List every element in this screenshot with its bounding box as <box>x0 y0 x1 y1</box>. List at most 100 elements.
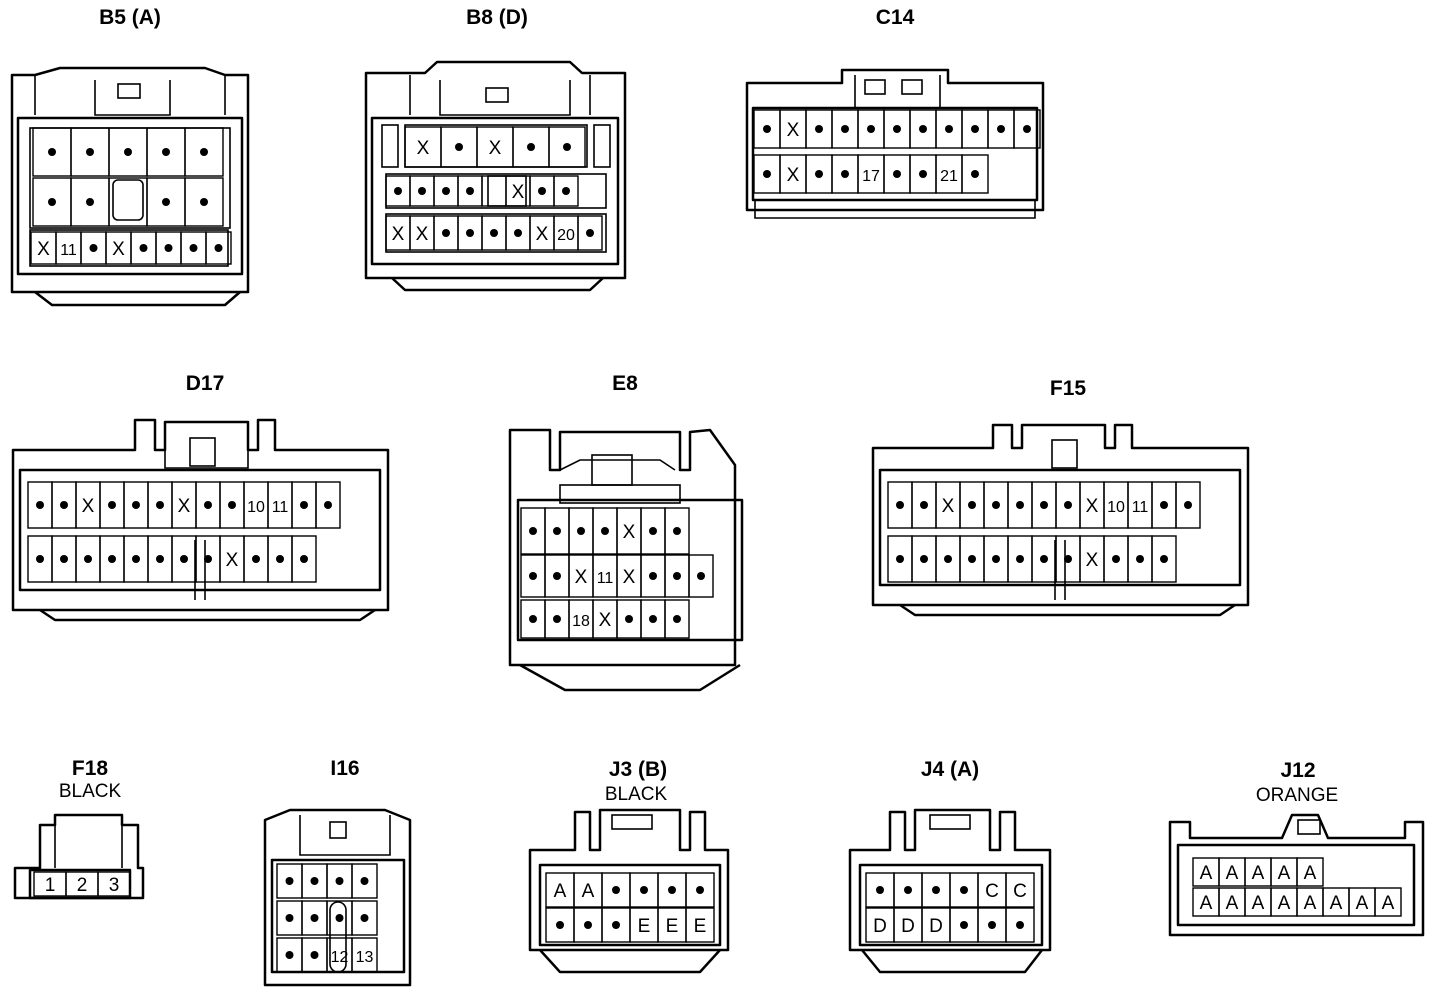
pin-dot <box>466 187 474 195</box>
pin-dot <box>896 555 904 563</box>
pin-cell <box>1013 109 1041 149</box>
pin-dot <box>584 921 592 929</box>
connector-f15: F15 <box>871 377 1250 617</box>
pin-cell <box>205 231 232 265</box>
pin-dot <box>945 125 953 133</box>
pin-dot <box>60 501 68 509</box>
pin-dot <box>612 921 620 929</box>
pin-cell <box>553 175 579 207</box>
pin-dot <box>867 125 875 133</box>
pin-label: 12 <box>331 949 349 966</box>
pin-dot <box>538 187 546 195</box>
pin-dot <box>108 501 116 509</box>
pin-dot <box>1016 555 1024 563</box>
pin-label: 11 <box>1132 499 1149 516</box>
connector-i16-title: I16 <box>330 757 359 780</box>
pin-dot <box>1112 555 1120 563</box>
pin-dot <box>418 187 426 195</box>
pin-dot <box>968 501 976 509</box>
pin-dot <box>668 886 676 894</box>
pin-dot <box>1040 555 1048 563</box>
pin-label: A <box>1252 893 1265 914</box>
connector-e8: E8 <box>508 372 744 692</box>
pin-dot <box>1023 125 1031 133</box>
pin-label: 21 <box>940 168 958 185</box>
pin-cell <box>1175 481 1201 529</box>
pin-label: A <box>1278 893 1291 914</box>
pin-dot <box>556 921 564 929</box>
pin-label: C <box>985 881 999 902</box>
pin-cell <box>351 937 378 973</box>
pin-label: X <box>623 522 636 543</box>
pin-dot <box>562 187 570 195</box>
pin-label: X <box>1086 496 1099 517</box>
pin-label: A <box>1200 863 1213 884</box>
pin-dot <box>162 198 170 206</box>
pin-cell <box>315 481 341 529</box>
pin-label: 1 <box>45 875 56 896</box>
pin-dot <box>1160 501 1168 509</box>
pin-dot <box>697 572 705 580</box>
pin-label: E <box>638 916 651 937</box>
pin-dot <box>86 198 94 206</box>
pin-dot <box>214 244 223 252</box>
pin-label: X <box>416 224 429 245</box>
pin-dot <box>971 170 979 178</box>
pin-cell <box>184 177 224 227</box>
pin-label: X <box>392 224 405 245</box>
pin-dot <box>132 501 140 509</box>
pin-dot <box>563 143 571 151</box>
pin-dot <box>673 527 681 535</box>
pin-label: X <box>512 182 525 203</box>
pin-cell <box>664 599 690 639</box>
pin-dot <box>466 229 474 237</box>
connector-d17: D17 <box>11 372 390 622</box>
pin-label: A <box>1200 893 1213 914</box>
pin-label: C <box>1013 881 1027 902</box>
pin-dot <box>108 555 116 563</box>
pin-dot <box>586 229 594 237</box>
pin-label: 10 <box>247 499 265 516</box>
pin-label: A <box>1356 893 1369 914</box>
pin-dot <box>841 170 849 178</box>
connector-b8-title: B8 (D) <box>466 6 528 29</box>
pin-dot <box>577 527 585 535</box>
pin-dot <box>815 170 823 178</box>
pin-dot <box>527 143 535 151</box>
pin-dot <box>992 555 1000 563</box>
pin-dot <box>455 143 463 151</box>
pin-dot <box>971 125 979 133</box>
connector-f15-title: F15 <box>1050 377 1087 400</box>
pin-dot <box>252 555 260 563</box>
pin-dot <box>960 886 968 894</box>
pin-dot <box>920 555 928 563</box>
connector-e8-title: E8 <box>612 372 638 395</box>
pin-label: A <box>1330 893 1343 914</box>
pin-label: 17 <box>862 168 880 185</box>
pin-cell <box>1296 857 1324 887</box>
pin-dot <box>228 501 236 509</box>
pin-dot <box>335 877 344 885</box>
pin-label: A <box>582 881 595 902</box>
pin-label: A <box>1304 893 1317 914</box>
pin-label: A <box>1226 863 1239 884</box>
pin-label: 11 <box>272 499 289 516</box>
pin-label: E <box>666 916 679 937</box>
pin-dot <box>601 527 609 535</box>
pin-label: D <box>929 916 943 937</box>
pin-dot <box>60 555 68 563</box>
pin-dot <box>156 555 164 563</box>
pin-dot <box>204 501 212 509</box>
connector-j3-title: J3 (B) <box>609 758 667 781</box>
pin-dot <box>394 187 402 195</box>
pin-label: 11 <box>597 570 614 587</box>
pin-cell <box>664 507 690 555</box>
pin-cell <box>184 127 224 177</box>
pin-label: A <box>1252 863 1265 884</box>
